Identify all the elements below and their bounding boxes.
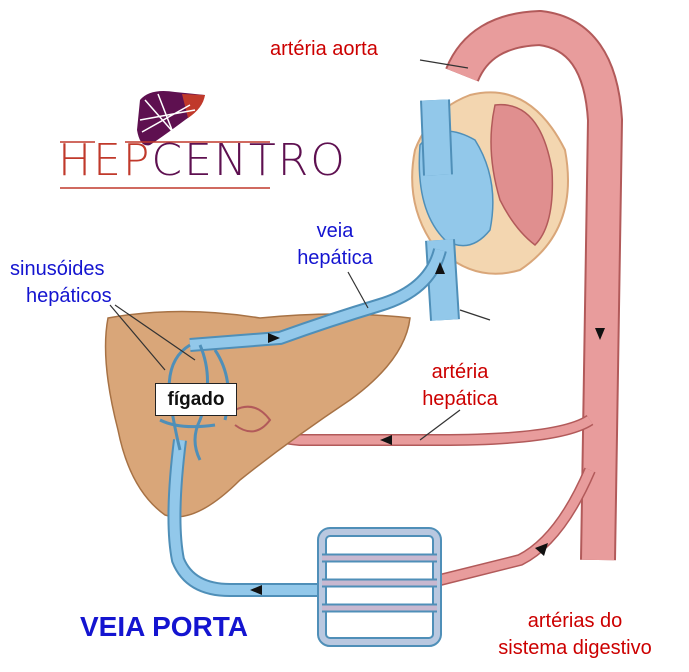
label-line: artéria xyxy=(431,361,489,383)
label-arteria-hepatica: artéria hepática xyxy=(400,359,520,413)
label-line: sinusóides xyxy=(10,258,105,280)
label-line: veia xyxy=(316,220,354,242)
label-figado: fígado xyxy=(155,383,237,416)
logo-liver-icon xyxy=(137,91,205,146)
label-line: hepáticos xyxy=(26,285,112,307)
intestine-capillaries xyxy=(317,527,442,647)
label-line: artérias do xyxy=(527,610,623,632)
label-line: sistema digestivo xyxy=(498,637,652,659)
label-veia-porta: VEIA PORTA xyxy=(80,611,249,642)
label-arterias-digestivo: artérias do sistema digestivo xyxy=(460,608,689,662)
label-veia-hepatica: veia hepática xyxy=(280,218,390,272)
label-line: hepática xyxy=(422,388,498,410)
label-sinusoides: sinusóides hepáticos xyxy=(10,256,112,310)
leader-lines xyxy=(109,59,491,441)
logo-hep: HEP xyxy=(58,135,152,186)
flow-arrows xyxy=(250,262,605,595)
label-line: hepática xyxy=(297,247,373,269)
hepcentro-logo: HEPCENTRO xyxy=(58,135,347,186)
label-arteria-aorta: artéria aorta xyxy=(270,38,378,60)
logo-centro: CENTRO xyxy=(151,135,347,186)
